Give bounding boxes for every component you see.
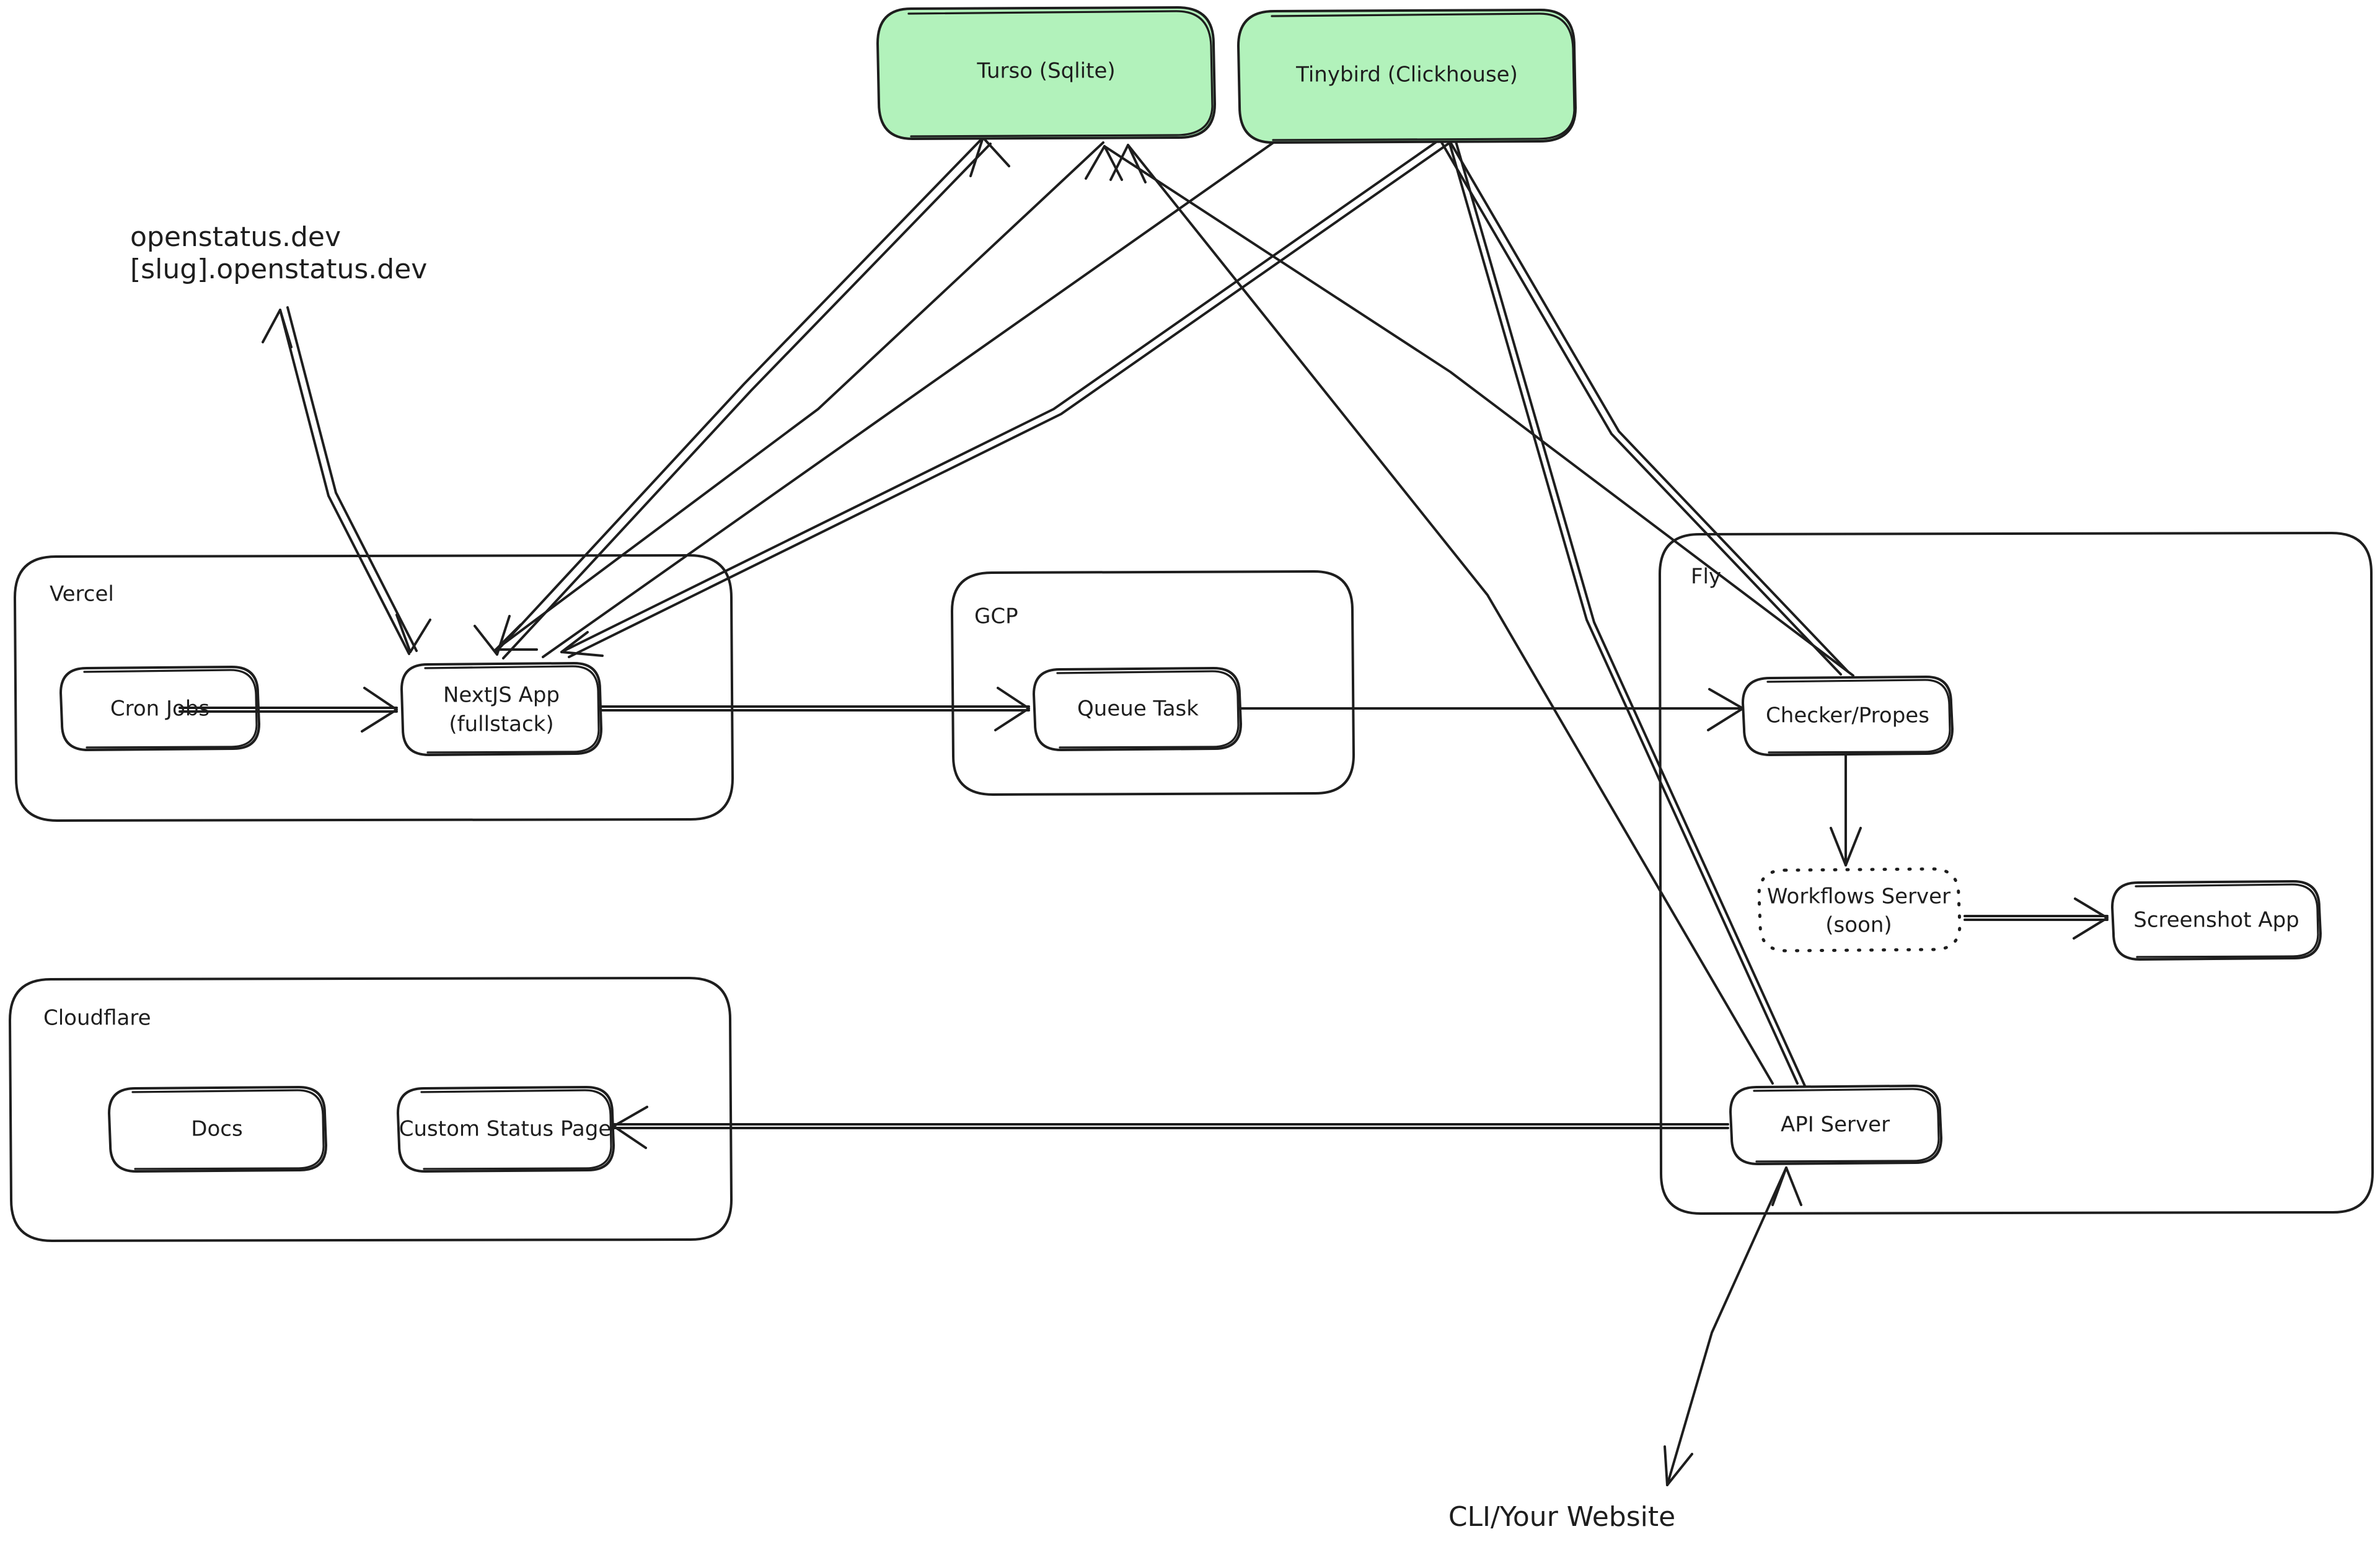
node-screenshot-app[interactable]: Screenshot App: [2111, 880, 2322, 961]
node-label-workflows-server-line2: (soon): [1825, 913, 1892, 938]
group-cloudflare: Cloudflare: [9, 977, 733, 1242]
node-label-custom-status-page: Custom Status Page: [399, 1117, 612, 1142]
label-cli-your-website: CLI/Your Website: [1448, 1501, 1675, 1533]
group-label-fly: Fly: [1691, 565, 1721, 589]
node-docs[interactable]: Docs: [108, 1086, 327, 1173]
node-label-screenshot-app: Screenshot App: [2133, 908, 2299, 933]
group-fly: Fly: [1659, 532, 2374, 1215]
edge-tinybird-to-nextjs: [560, 58, 1563, 658]
group-gcp: GCP: [951, 570, 1355, 796]
node-checker-probes[interactable]: Checker/Propes: [1742, 676, 1954, 756]
edge-client-to-api: [1664, 1166, 1802, 1486]
edge-api-to-tinybird: [1416, 58, 1806, 1087]
node-label-docs: Docs: [191, 1117, 242, 1142]
edge-nextjs-to-domains: [262, 306, 431, 655]
edge-nextjs-to-turso: [474, 136, 1010, 659]
edge-nextjs-to-queue: [600, 687, 1030, 731]
node-label-cron-jobs: Cron Jobs: [110, 697, 209, 721]
datastore-nodes: Turso (Sqlite) Tinybird (Clickhouse): [876, 6, 1577, 144]
node-api-server[interactable]: API Server: [1729, 1085, 1942, 1165]
edge-api-to-turso: [1109, 144, 1774, 1085]
edge-api-to-status-page: [612, 1106, 1729, 1149]
edge-nextjs-to-tinybird: [542, 57, 1411, 658]
node-label-queue-task: Queue Task: [1077, 697, 1199, 721]
node-label-nextjs-app-line1: NextJS App: [443, 683, 560, 708]
node-label-turso: Turso (Sqlite): [976, 59, 1115, 84]
label-openstatus-domain: openstatus.dev: [130, 221, 341, 253]
node-tinybird[interactable]: Tinybird (Clickhouse): [1237, 9, 1577, 144]
node-label-tinybird: Tinybird (Clickhouse): [1295, 63, 1518, 87]
node-workflows-server[interactable]: Workflows Server (soon): [1757, 867, 1962, 953]
edge-queue-to-checker: [1238, 688, 1744, 731]
free-labels: openstatus.dev [slug].openstatus.dev CLI…: [130, 221, 1675, 1533]
node-custom-status-page[interactable]: Custom Status Page: [397, 1086, 615, 1173]
node-cron-jobs[interactable]: Cron Jobs: [60, 666, 260, 751]
group-containers: Vercel GCP Cloudflare Fly: [9, 532, 2374, 1242]
group-vercel: Vercel: [14, 554, 734, 822]
label-openstatus-slug-domain: [slug].openstatus.dev: [130, 253, 427, 285]
node-label-workflows-server-line1: Workflows Server: [1767, 884, 1950, 909]
node-label-checker-probes: Checker/Propes: [1766, 703, 1929, 728]
edge-checker-to-workflows: [1830, 754, 1862, 866]
edge-workflows-to-screenshot: [1963, 897, 2109, 940]
node-nextjs-app[interactable]: NextJS App (fullstack): [400, 662, 602, 756]
edge-checker-to-turso: [1085, 145, 1854, 677]
edge-layer: [178, 56, 2109, 1486]
group-label-cloudflare: Cloudflare: [43, 1006, 151, 1031]
node-queue-task[interactable]: Queue Task: [1033, 667, 1242, 751]
node-label-api-server: API Server: [1781, 1113, 1890, 1137]
edge-cron-to-nextjs: [178, 687, 398, 733]
group-label-vercel: Vercel: [50, 582, 114, 607]
edge-turso-to-nextjs: [495, 141, 1104, 651]
node-turso[interactable]: Turso (Sqlite): [876, 6, 1216, 140]
node-label-nextjs-app-line2: (fullstack): [449, 712, 553, 737]
leaf-nodes: Cron Jobs NextJS App (fullstack) Queue T…: [60, 662, 2322, 1173]
group-label-gcp: GCP: [974, 604, 1018, 629]
